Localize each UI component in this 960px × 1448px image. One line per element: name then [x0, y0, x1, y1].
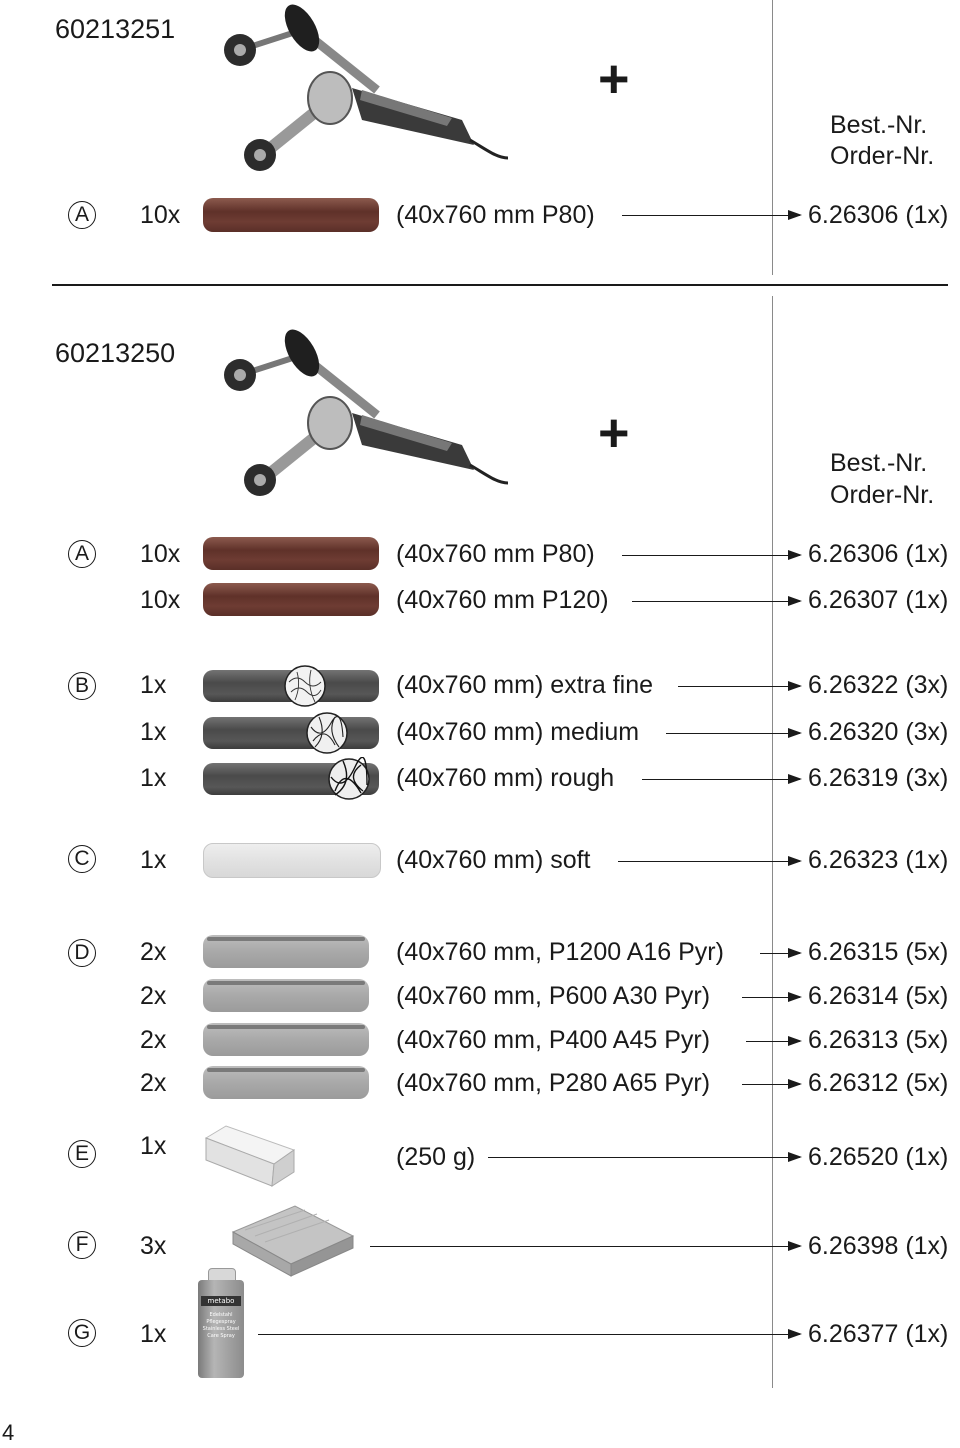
item-description: (40x760 mm, P280 A65 Pyr) [396, 1069, 711, 1097]
arrow [488, 1150, 802, 1164]
column-divider-1 [772, 0, 773, 275]
qty: 2x [140, 1069, 167, 1097]
order-number: 6.26320 (3x) [808, 718, 949, 746]
qty: 2x [140, 938, 167, 966]
set2-article-number: 60213250 [55, 338, 176, 368]
qty: 10x [140, 540, 181, 568]
item-letter-d: D [68, 939, 96, 967]
felt-belt-image [203, 843, 381, 878]
item-description: (40x760 mm) rough [396, 764, 615, 792]
fleece-texture-detail-icon [328, 757, 370, 800]
care-spray-can-image: metabo Edelstahl Pflegespray Stainless S… [198, 1268, 244, 1378]
qty: 1x [140, 718, 167, 746]
order-number-header-en-2: Order-Nr. [830, 481, 935, 509]
spray-label-text: Edelstahl Pflegespray Stainless Steel Ca… [201, 1312, 241, 1340]
arrow [742, 1077, 802, 1091]
qty: 1x [140, 1132, 167, 1160]
spray-brand-label: metabo [201, 1296, 241, 1306]
item-description: (40x760 mm, P1200 A16 Pyr) [396, 938, 724, 966]
spray-label-line: Care Spray [207, 1333, 235, 1339]
order-number: 6.26520 (1x) [808, 1143, 949, 1171]
qty: 1x [140, 846, 167, 874]
qty: 3x [140, 1232, 167, 1260]
qty: 1x [140, 1320, 167, 1348]
sanding-belt-image [203, 537, 379, 570]
spray-label-line: Stainless Steel [202, 1326, 240, 1332]
pyramid-belt-image [203, 1023, 369, 1056]
polishing-paste-bar-image [204, 1125, 296, 1187]
item-letter-f: F [68, 1231, 96, 1259]
order-number: 6.26323 (1x) [808, 846, 949, 874]
order-number: 6.26314 (5x) [808, 982, 949, 1010]
fleece-texture-detail-icon [306, 712, 348, 754]
pyramid-belt-image [203, 1066, 369, 1099]
item-letter-g: G [68, 1319, 96, 1347]
arrow [370, 1239, 802, 1253]
order-number-header-de-1: Best.-Nr. [830, 111, 928, 139]
item-description: (40x760 mm, P400 A45 Pyr) [396, 1026, 711, 1054]
pyramid-belt-image [203, 979, 369, 1012]
qty: 2x [140, 1026, 167, 1054]
order-number: 6.26319 (3x) [808, 764, 949, 792]
arrow [622, 548, 802, 562]
belt-sander-image-2 [224, 329, 509, 496]
plus-sign-1: + [598, 49, 630, 109]
arrow [258, 1327, 802, 1341]
qty: 2x [140, 982, 167, 1010]
qty: 1x [140, 764, 167, 792]
section-separator [52, 284, 948, 286]
page-number: 4 [2, 1420, 15, 1445]
order-number: 6.26322 (3x) [808, 671, 949, 699]
qty: 10x [140, 201, 181, 229]
order-number: 6.26398 (1x) [808, 1232, 949, 1260]
order-number-header-de-2: Best.-Nr. [830, 449, 928, 477]
item-letter-c: C [68, 845, 96, 873]
qty: 10x [140, 586, 181, 614]
sanding-belt-image [203, 198, 379, 232]
arrow [666, 726, 802, 740]
cleaning-cloth-image [231, 1205, 355, 1277]
arrow [746, 1034, 802, 1048]
item-description: (40x760 mm P80) [396, 201, 595, 229]
arrow [632, 594, 802, 608]
arrow [622, 208, 802, 222]
order-number: 6.26315 (5x) [808, 938, 949, 966]
pyramid-belt-image [203, 935, 369, 968]
order-number-header-en-1: Order-Nr. [830, 142, 935, 170]
order-number: 6.26313 (5x) [808, 1026, 949, 1054]
item-description: (40x760 mm P80) [396, 540, 595, 568]
item-description: (40x760 mm) extra fine [396, 671, 654, 699]
item-letter-e: E [68, 1140, 96, 1168]
item-letter-b: B [68, 672, 96, 700]
order-number: 6.26312 (5x) [808, 1069, 949, 1097]
item-description: (40x760 mm P120) [396, 586, 609, 614]
arrow [760, 946, 802, 960]
arrow [618, 854, 802, 868]
qty: 1x [140, 671, 167, 699]
order-number: 6.26306 (1x) [808, 201, 949, 229]
spray-label-line: Edelstahl [209, 1312, 233, 1318]
arrow [642, 772, 802, 786]
spray-label-line: Pflegespray [206, 1319, 236, 1325]
set1-article-number: 60213251 [55, 14, 176, 44]
plus-sign-2: + [598, 403, 630, 463]
item-letter-a-2: A [68, 540, 96, 568]
order-number: 6.26306 (1x) [808, 540, 949, 568]
order-number: 6.26307 (1x) [808, 586, 949, 614]
arrow [742, 990, 802, 1004]
arrow [678, 679, 802, 693]
belt-sander-image-1 [224, 4, 509, 171]
item-description: (250 g) [396, 1143, 476, 1171]
item-letter-a-1: A [68, 201, 96, 229]
column-divider-2 [772, 296, 773, 1388]
item-description: (40x760 mm) soft [396, 846, 591, 874]
item-description: (40x760 mm, P600 A30 Pyr) [396, 982, 711, 1010]
fleece-texture-detail-icon [284, 665, 326, 707]
item-description: (40x760 mm) medium [396, 718, 640, 746]
order-number: 6.26377 (1x) [808, 1320, 949, 1348]
fleece-belt-image [203, 717, 379, 749]
sanding-belt-image [203, 583, 379, 616]
